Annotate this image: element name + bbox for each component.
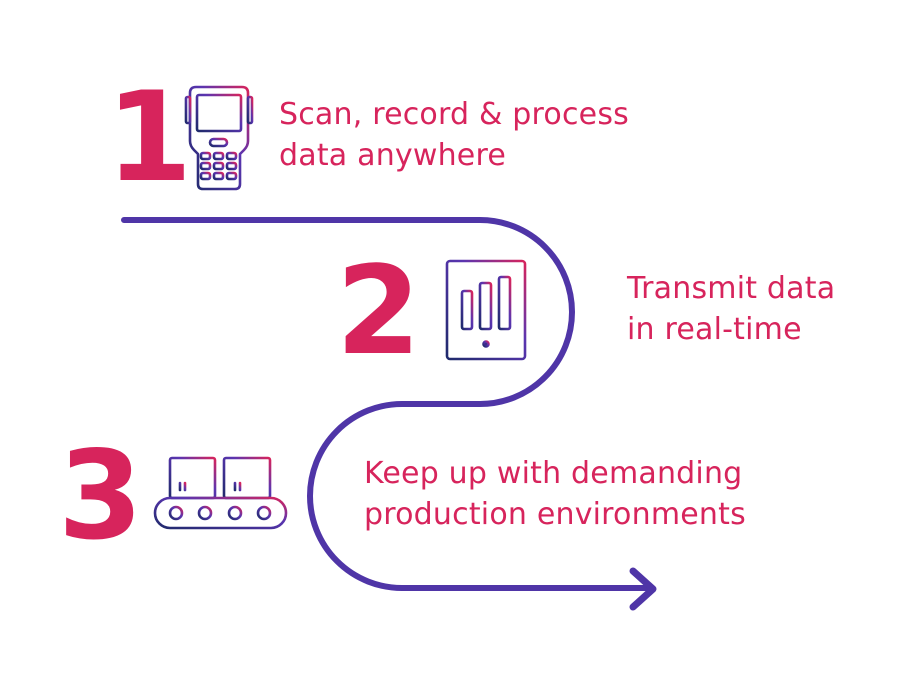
step-1-line-1: Scan, record & process (279, 97, 629, 132)
step-number-3: 3 (58, 425, 143, 567)
step-number-1: 1 (106, 66, 192, 210)
winding-connector-path (121, 217, 655, 591)
step-2-line-2: in real-time (627, 312, 802, 347)
step-2-line-1: Transmit data (627, 271, 836, 306)
step-3-line-2: production environments (364, 497, 746, 532)
tablet-bar-chart-icon (445, 259, 527, 361)
arrow-right-icon (629, 567, 657, 611)
conveyor-belt-icon (153, 456, 288, 542)
step-2-description: Transmit data in real-time (627, 268, 835, 350)
step-3-line-1: Keep up with demanding (364, 456, 743, 491)
step-3-description: Keep up with demanding production enviro… (364, 453, 746, 535)
step-1-line-2: data anywhere (279, 138, 506, 173)
step-number-2: 2 (336, 240, 421, 382)
step-1-description: Scan, record & process data anywhere (279, 94, 629, 176)
handheld-scanner-icon (184, 85, 254, 191)
